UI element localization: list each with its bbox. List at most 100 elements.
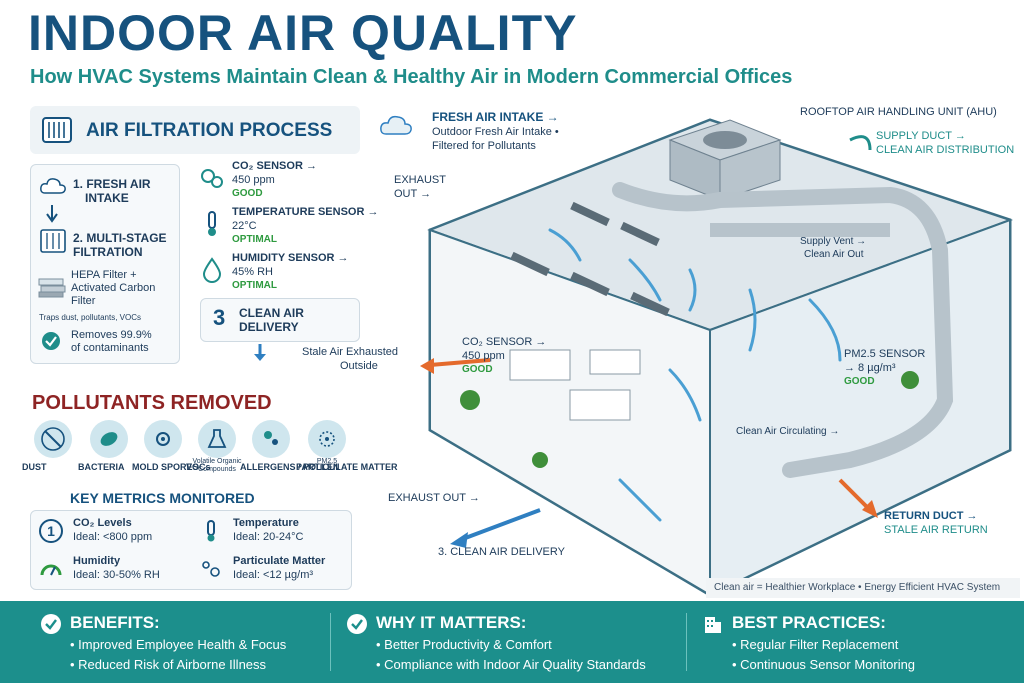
diagram-co2-name: CO₂ SENSOR → xyxy=(462,336,547,348)
why-title: WHY IT MATTERS: xyxy=(376,613,527,632)
humidity-sensor-status: OPTIMAL xyxy=(232,280,277,291)
best-practices-item-1: • Regular Filter Replacement xyxy=(732,637,899,652)
arrow-down-icon xyxy=(46,205,58,223)
pm-sensor-value: → 8 µg/m³ xyxy=(844,362,896,374)
fresh-air-desc-1: Outdoor Fresh Air Intake • xyxy=(432,126,559,138)
removes-line2: of contaminants xyxy=(71,342,149,354)
metric-name: CO₂ Levels xyxy=(73,517,132,529)
best-practices-title: BEST PRACTICES: xyxy=(732,613,886,632)
exhaust-top-label-2: OUT → xyxy=(394,188,432,200)
temperature-sensor-status: OPTIMAL xyxy=(232,234,277,245)
pollutant-sub: PM2.5 xyxy=(316,458,338,465)
metrics-title: KEY METRICS MONITORED xyxy=(70,490,255,506)
temperature-sensor-value: 22°C xyxy=(232,220,257,232)
return-duct-label-2: STALE AIR RETURN xyxy=(884,524,988,536)
check-circle-icon xyxy=(42,332,60,350)
stale-air-label-1: Stale Air Exhausted xyxy=(302,346,399,358)
pollutants-title: POLLUTANTS REMOVED xyxy=(32,392,272,414)
why-item-2: • Compliance with Indoor Air Quality Sta… xyxy=(376,657,646,672)
rooftop-ahu-label: ROOFTOP AIR HANDLING UNIT (AHU) xyxy=(800,106,997,118)
metric-value: Ideal: 20-24°C xyxy=(233,531,304,543)
co2-sensor-value: 450 ppm xyxy=(232,174,275,186)
thermometer-icon xyxy=(207,520,215,542)
metric-name: Particulate Matter xyxy=(233,555,326,567)
exhaust-bottom-label: EXHAUST OUT → xyxy=(388,492,480,504)
benefits-item-2: • Reduced Risk of Airborne Illness xyxy=(70,657,267,672)
mold-icon xyxy=(156,432,170,446)
particles-icon xyxy=(202,561,220,577)
footnote: Clean air = Healthier Workplace • Energy… xyxy=(706,578,1020,598)
humidity-sensor: HUMIDITY SENSOR → 45% RH OPTIMAL xyxy=(196,252,366,298)
number-one-icon: 1 xyxy=(39,519,63,543)
pm-sensor-status: GOOD xyxy=(844,376,875,387)
pollutant-sub: Volatile Organic Compounds xyxy=(192,458,242,473)
filtration-title: AIR FILTRATION PROCESS xyxy=(86,120,333,141)
traps-text: Traps dust, pollutants, VOCs xyxy=(39,313,141,322)
metric-particulate: Particulate Matter Ideal: <12 µg/m³ xyxy=(195,553,345,589)
co2-icon xyxy=(201,169,223,188)
hvac-building-diagram: FRESH AIR INTAKE → Outdoor Fresh Air Int… xyxy=(302,100,1020,600)
best-practices-item-2: • Continuous Sensor Monitoring xyxy=(732,657,916,672)
page-subtitle: How HVAC Systems Maintain Clean & Health… xyxy=(30,66,793,88)
step2-label: 2. MULTI-STAGE xyxy=(73,231,167,245)
removes-line1: Removes 99.9% xyxy=(71,329,152,341)
filter-line3: Filter xyxy=(71,295,96,307)
dust-icon xyxy=(41,427,65,451)
benefits-title: BENEFITS: xyxy=(70,613,160,632)
filter-unit-icon xyxy=(42,117,72,143)
clean-air-circulating-label: Clean Air Circulating → xyxy=(736,426,840,437)
pollutant-bacteria: BACTERIA xyxy=(78,420,140,472)
humidity-sensor-name: HUMIDITY SENSOR → xyxy=(232,252,349,264)
temperature-sensor: TEMPERATURE SENSOR → 22°C OPTIMAL xyxy=(196,206,378,252)
building-illustration xyxy=(380,115,1014,597)
building-icon xyxy=(705,617,721,633)
pollutant-label: BACTERIA xyxy=(78,462,125,472)
step1-label-b: INTAKE xyxy=(85,191,129,205)
metric-value: Ideal: <12 µg/m³ xyxy=(233,569,314,581)
step1-label: 1. FRESH AIR xyxy=(73,177,151,191)
metrics-panel: 1 CO₂ Levels Ideal: <800 ppm Temperature… xyxy=(30,510,352,590)
why-item-1: • Better Productivity & Comfort xyxy=(376,637,552,652)
return-duct-label-1: RETURN DUCT → xyxy=(884,510,978,522)
metric-temperature: Temperature Ideal: 20-24°C xyxy=(195,515,345,551)
metric-co2: 1 CO₂ Levels Ideal: <800 ppm xyxy=(35,515,185,551)
filter-line1: HEPA Filter + xyxy=(71,269,137,281)
divider xyxy=(330,613,331,671)
svg-text:1: 1 xyxy=(47,523,55,539)
stale-air-label-2: Outside xyxy=(340,360,378,372)
metric-humidity: Humidity Ideal: 30-50% RH xyxy=(35,553,185,589)
step2-label-b: FILTRATION xyxy=(73,245,143,259)
check-circle-icon xyxy=(347,614,367,634)
metric-name: Temperature xyxy=(233,517,299,529)
arrow-down-icon xyxy=(254,344,266,361)
metric-name: Humidity xyxy=(73,555,121,567)
pollutant-label: DUST xyxy=(22,462,47,472)
filter-icon xyxy=(40,229,66,253)
metric-value: Ideal: <800 ppm xyxy=(73,531,153,543)
pollutant-dust: DUST xyxy=(22,420,84,472)
co2-sensor-status: GOOD xyxy=(232,188,263,199)
pollutant-label: PARTICULATE MATTER xyxy=(296,462,398,472)
summary-bar: BENEFITS: • Improved Employee Health & F… xyxy=(0,601,1024,683)
cloud-icon xyxy=(40,178,66,194)
divider xyxy=(686,613,687,671)
metric-value: Ideal: 30-50% RH xyxy=(73,569,160,581)
diagram-co2-status: GOOD xyxy=(462,364,493,375)
co2-sensor: CO₂ SENSOR → 450 ppm GOOD xyxy=(196,160,366,206)
particulate-icon xyxy=(319,431,335,447)
droplet-icon xyxy=(202,257,222,283)
filtration-header: AIR FILTRATION PROCESS xyxy=(30,106,360,154)
filter-line2: Activated Carbon xyxy=(71,282,156,294)
pollutant-label: VOCs xyxy=(186,462,211,472)
co2-sensor-name: CO₂ SENSOR → xyxy=(232,160,317,172)
pollen-icon xyxy=(264,431,278,445)
fresh-air-title: FRESH AIR INTAKE → xyxy=(432,110,559,124)
page-title: INDOOR AIR QUALITY xyxy=(28,5,578,61)
pollutant-label: ALLERGENS / POLLEN xyxy=(240,462,340,472)
pollutant-mold: MOLD SPORES xyxy=(132,420,199,472)
check-circle-icon xyxy=(41,614,61,634)
supply-vent-label-1: Supply Vent → xyxy=(800,236,867,247)
pollutant-label: MOLD SPORES xyxy=(132,462,199,472)
supply-duct-label-1: SUPPLY DUCT → xyxy=(876,130,966,142)
pollutant-allergens: ALLERGENS / POLLEN xyxy=(240,420,340,472)
